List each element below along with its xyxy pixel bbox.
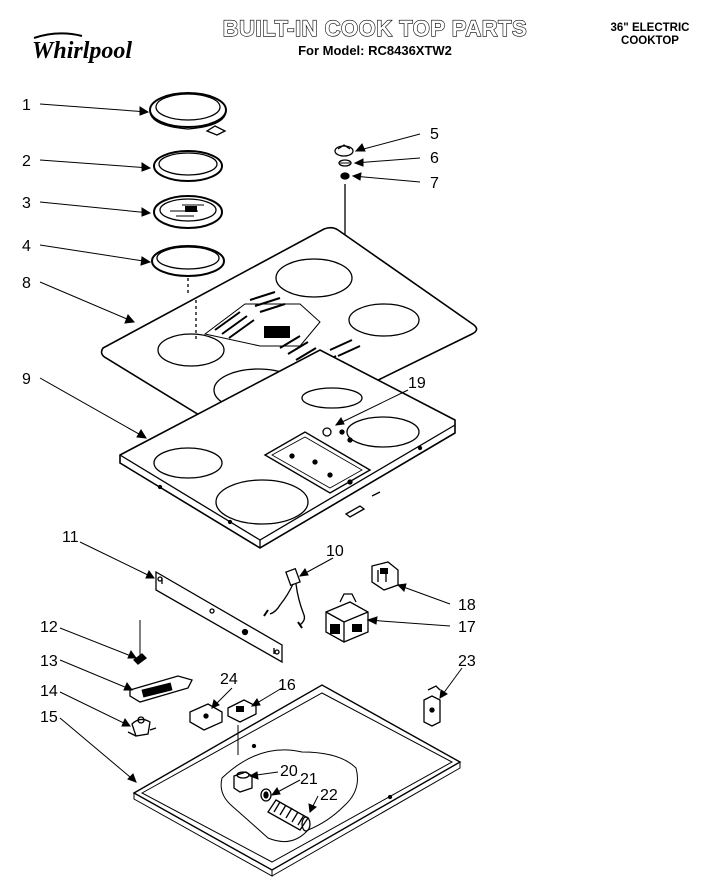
callout-22: 22 <box>320 787 338 804</box>
part-9-cooktop-frame <box>119 349 456 549</box>
leader-lines <box>39 103 463 813</box>
callout-10: 10 <box>326 543 344 560</box>
part-24-bracket <box>189 703 223 731</box>
callout-16: 16 <box>278 677 296 694</box>
callout-9: 9 <box>22 371 31 388</box>
callout-19: 19 <box>408 375 426 392</box>
callout-7: 7 <box>430 175 439 192</box>
callout-2: 2 <box>22 153 31 170</box>
callout-20: 20 <box>280 763 298 780</box>
callout-15: 15 <box>40 709 58 726</box>
callout-21: 21 <box>300 771 318 788</box>
callout-6: 6 <box>430 150 439 167</box>
glass-burner-rear-left <box>275 258 353 298</box>
part-22-conduit <box>267 799 311 832</box>
part-23-mounting-clip <box>423 685 441 727</box>
callout-12: 12 <box>40 619 58 636</box>
part-5-knob <box>334 144 354 157</box>
part-17-switch <box>325 593 369 643</box>
logo-wordmark: Whirlpool <box>32 38 132 64</box>
part-13-control-board <box>129 675 193 703</box>
part-20-connector <box>233 771 253 793</box>
part-2-trim-ring <box>153 150 223 182</box>
callout-1: 1 <box>22 97 31 114</box>
callout-3: 3 <box>22 195 31 212</box>
model-line: For Model: RC8436XTW2 <box>298 43 452 58</box>
part-11-bracket <box>155 570 283 664</box>
callout-numbers: 1 2 3 4 8 9 5 6 7 19 10 11 18 17 12 13 1… <box>22 97 476 804</box>
glass-burner-rear-right <box>348 303 420 337</box>
part-6-washer <box>338 159 352 167</box>
appliance-line-2: COOKTOP <box>621 35 679 47</box>
part-1-burner-element <box>149 92 227 136</box>
callout-8: 8 <box>22 275 31 292</box>
callout-17: 17 <box>458 619 476 636</box>
whirlpool-logo: Whirlpool <box>32 32 132 64</box>
appliance-line-1: 36" ELECTRIC <box>610 22 690 34</box>
callout-23: 23 <box>458 653 476 670</box>
callout-24: 24 <box>220 671 238 688</box>
part-4-ring <box>151 245 225 277</box>
part-15-bottom-pan <box>132 684 462 877</box>
part-7-grommet <box>340 172 350 180</box>
part-21-locknut <box>260 788 272 802</box>
part-12-clip <box>133 620 147 665</box>
page-title: BUILT-IN COOK TOP PARTS <box>222 15 528 41</box>
part-3-burner-pan <box>153 195 223 229</box>
callout-18: 18 <box>458 597 476 614</box>
part-14-sensor <box>127 716 157 737</box>
part-10-wire-harness <box>263 567 306 629</box>
callout-14: 14 <box>40 683 58 700</box>
part-16-terminal <box>227 699 257 723</box>
callout-13: 13 <box>40 653 58 670</box>
callout-11: 11 <box>62 529 79 546</box>
glass-burner-front-left <box>157 333 225 367</box>
part-18-relay <box>371 561 399 591</box>
wiring-box-outline <box>220 749 358 843</box>
appliance-label: 36" ELECTRIC COOKTOP <box>590 22 710 48</box>
callout-5: 5 <box>430 126 439 143</box>
logo-swoosh <box>33 32 83 39</box>
callout-4: 4 <box>22 238 31 255</box>
